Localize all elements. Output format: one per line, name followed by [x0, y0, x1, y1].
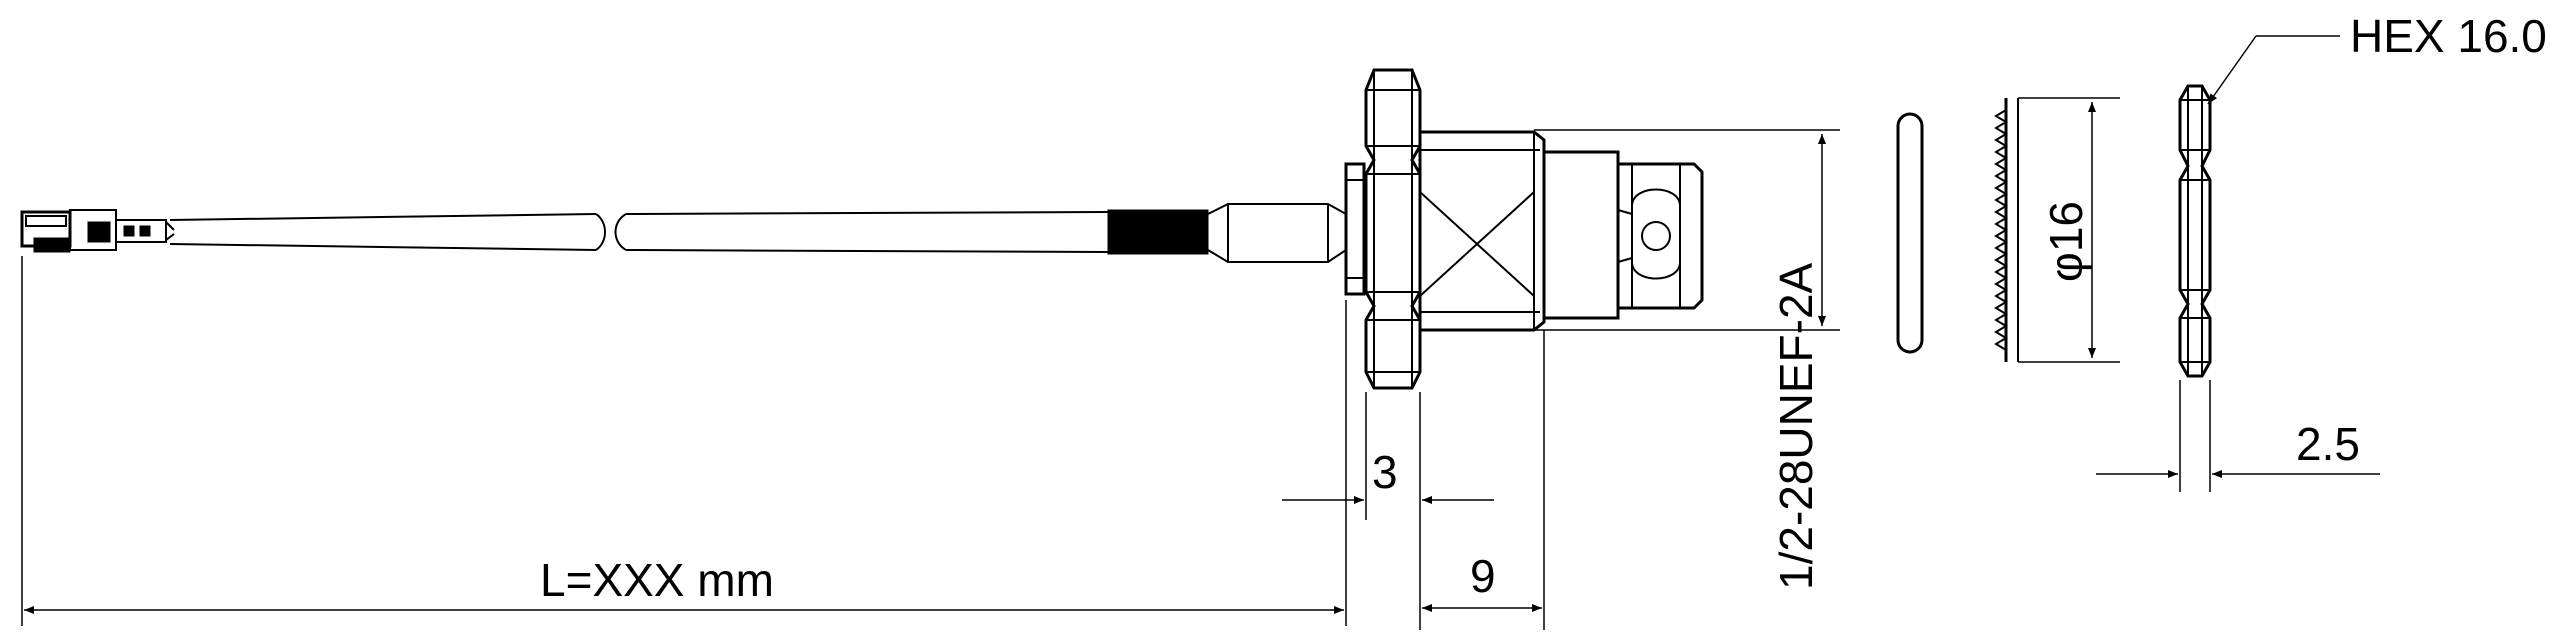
- hex-size-label: HEX 16.0: [2350, 10, 2547, 62]
- diameter-label: φ16: [2040, 201, 2092, 282]
- coax-cable: [169, 211, 1109, 253]
- micro-plug-connector: [20, 209, 175, 253]
- nut-thickness-label: 2.5: [2296, 418, 2360, 470]
- flange-thickness-label: 3: [1372, 446, 1398, 498]
- length-label: L=XXX mm: [540, 554, 774, 606]
- flange-thickness-dimension: 3: [1282, 446, 1494, 504]
- bulkhead-jack-body: [1344, 68, 1704, 390]
- diameter-dimension: φ16: [2040, 102, 2096, 358]
- lock-washer: [1994, 98, 2019, 362]
- thread-dimension: 1/2-28UNEF-2A: [1770, 134, 1826, 590]
- nut-thickness-dimension: 2.5: [2096, 418, 2380, 478]
- o-ring-washer: [1896, 112, 1924, 354]
- heat-shrink-sleeve: [1107, 203, 1347, 263]
- bayonet-pin: [1641, 221, 1671, 251]
- hex-size-callout: HEX 16.0: [2207, 10, 2547, 105]
- extension-lines: [21, 97, 2211, 630]
- hex-nut: [2178, 84, 2212, 378]
- body-length-dimension: 9: [1422, 550, 1542, 612]
- length-dimension: L=XXX mm: [24, 554, 1344, 614]
- body-length-label: 9: [1470, 550, 1496, 602]
- thread-label: 1/2-28UNEF-2A: [1770, 262, 1822, 590]
